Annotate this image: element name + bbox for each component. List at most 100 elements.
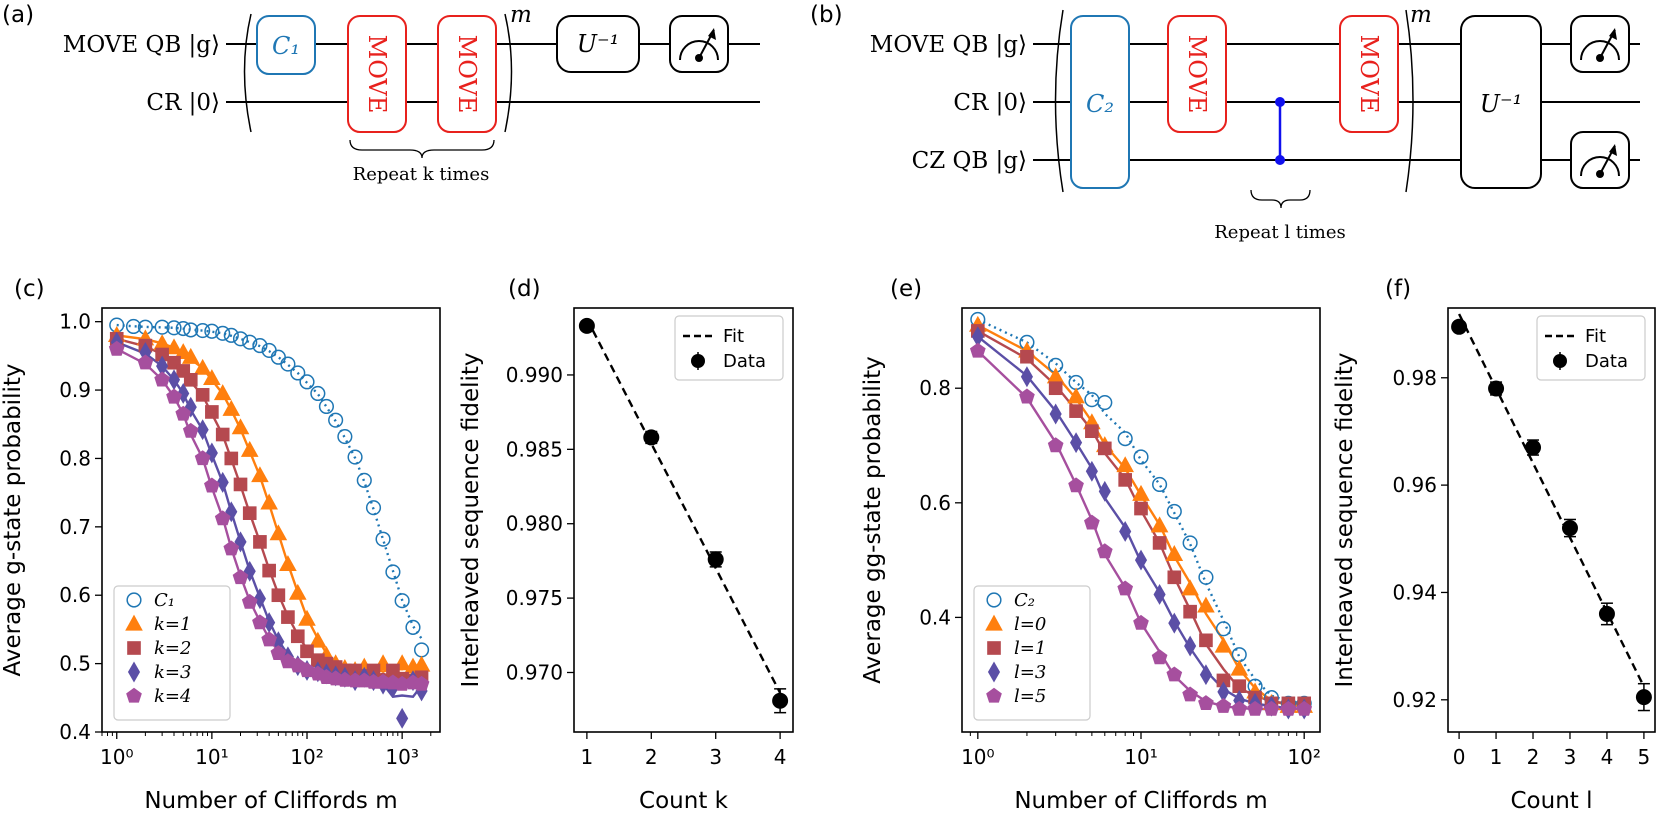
data-point-series-1 — [1132, 484, 1150, 501]
data-point-series-3 — [167, 369, 181, 391]
data-point-series-2 — [262, 563, 276, 578]
inverse-gate-b-label: U⁻¹ — [1480, 90, 1523, 118]
data-point-series-0 — [154, 319, 170, 335]
x-tick-label: 1 — [1490, 745, 1503, 769]
data-point-series-1 — [181, 347, 200, 364]
data-point-series-4 — [1296, 700, 1313, 716]
move-gate-b1-label: MOVE — [1183, 35, 1211, 114]
data-point-series-0 — [290, 365, 306, 381]
data-point-series-3 — [196, 419, 209, 441]
data-point-series-3 — [263, 612, 276, 634]
data-point-series-1 — [279, 555, 297, 572]
data-point-series-2 — [1020, 349, 1034, 364]
data-point-series-3 — [1217, 681, 1230, 703]
data-point-series-3 — [156, 355, 169, 377]
data-point-series-4 — [154, 371, 170, 387]
plot-frame — [101, 307, 441, 733]
data-point-series-2 — [224, 451, 239, 466]
fit-line — [585, 318, 782, 694]
wire-label-cr-b: CR |0⟩ — [953, 90, 1027, 116]
inverse-gate-a-label: U⁻¹ — [577, 30, 620, 58]
y-tick-label: 0.5 — [59, 652, 91, 676]
cz-gate — [1275, 97, 1285, 165]
data-point-series-0 — [318, 398, 334, 415]
legend-label-1: l=0 — [1014, 614, 1046, 635]
data-point-series-4 — [1247, 700, 1263, 716]
data-point-series-0 — [1152, 476, 1168, 493]
data-point-series-4 — [1151, 649, 1168, 665]
move-gate-1-label: MOVE — [363, 35, 391, 114]
data-point-series-3 — [1153, 584, 1166, 605]
move-gate-b2-label: MOVE — [1355, 35, 1383, 114]
y-tick-label: 0.975 — [506, 586, 563, 610]
x-axis-label: Number of Cliffords m — [144, 788, 397, 814]
y-tick-label: 0.92 — [1392, 688, 1437, 712]
data-point-series-1 — [260, 493, 278, 510]
data-point-series-0 — [232, 331, 249, 347]
data-point — [1598, 605, 1615, 622]
plot-frame — [1447, 307, 1656, 733]
legend-marker-4 — [986, 687, 1002, 703]
legend-data-swatch — [691, 354, 705, 368]
fit-line-series-0 — [116, 323, 423, 640]
x-tick-label: 4 — [1601, 745, 1614, 769]
data-point-series-0 — [1097, 394, 1113, 411]
y-tick-label: 0.990 — [506, 363, 563, 387]
data-point — [643, 429, 660, 446]
data-point-series-2 — [233, 477, 248, 492]
data-point — [578, 317, 595, 334]
data-point-series-0 — [385, 564, 401, 580]
data-point-series-0 — [175, 320, 191, 337]
move-gate-1 — [347, 15, 407, 133]
data-point-series-1 — [1181, 579, 1199, 596]
inverse-gate-a — [556, 15, 640, 73]
data-point — [1635, 689, 1652, 706]
x-tick-label: 2 — [645, 745, 658, 769]
data-point-series-3 — [225, 501, 238, 523]
data-point-series-1 — [213, 384, 232, 401]
y-tick-label: 0.980 — [506, 512, 563, 536]
x-tick-label: 3 — [1564, 745, 1577, 769]
data-point-series-1 — [1046, 367, 1065, 384]
legend-label-data: Data — [1585, 351, 1628, 372]
data-point-series-3 — [396, 707, 409, 729]
x-tick-label: 2 — [1527, 745, 1540, 769]
data-point-series-4 — [413, 675, 430, 691]
data-point-series-1 — [1214, 636, 1233, 653]
data-point-series-2 — [1118, 473, 1133, 487]
y-axis-label: Average gg-state probability — [860, 356, 886, 684]
data-point-series-3 — [1134, 549, 1148, 571]
repeat-brace-a — [349, 139, 495, 159]
data-point — [1525, 439, 1542, 456]
data-point-series-0 — [125, 318, 142, 335]
data-point-series-1 — [251, 466, 269, 483]
data-point-series-3 — [253, 588, 266, 610]
data-point-series-0 — [215, 325, 231, 341]
data-point-series-4 — [223, 540, 240, 556]
legend-box — [113, 585, 231, 721]
data-point-series-0 — [337, 428, 353, 445]
data-point — [1451, 318, 1468, 335]
repeat-label-a: Repeat k times — [353, 164, 490, 185]
legend-marker-4 — [126, 687, 142, 703]
data-point-series-2 — [215, 427, 230, 442]
data-point-series-1 — [1165, 545, 1184, 561]
wire-label-move-qb-b: MOVE QB |g⟩ — [870, 32, 1027, 58]
data-point-series-0 — [1182, 535, 1198, 551]
legend-marker-2 — [987, 641, 1001, 655]
data-point-series-3 — [177, 383, 190, 404]
wire-label-cr: CR |0⟩ — [146, 90, 220, 116]
data-point-series-3 — [1098, 480, 1111, 502]
bracket-right-b — [1405, 9, 1414, 193]
x-tick-label: 10² — [290, 745, 323, 769]
legend-label-2: k=2 — [154, 638, 191, 659]
data-point-series-4 — [204, 477, 220, 493]
legend-marker-1 — [985, 614, 1003, 631]
data-point-series-2 — [155, 347, 169, 362]
legend-label-3: k=3 — [154, 662, 191, 683]
legend-label-1: k=1 — [154, 614, 191, 635]
data-point-series-3 — [1085, 460, 1098, 482]
